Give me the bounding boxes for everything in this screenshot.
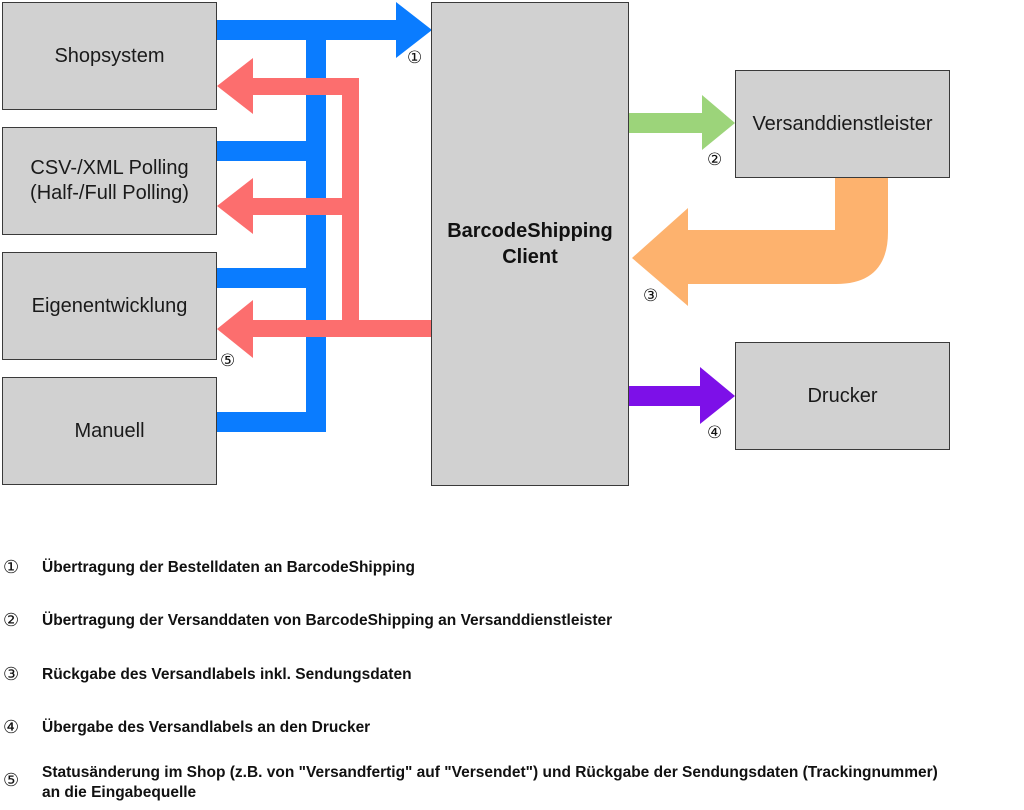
polling-box: CSV-/XML Polling (Half-/Full Polling) xyxy=(2,127,217,235)
legend-text: Übergabe des Versandlabels an den Drucke… xyxy=(42,719,371,736)
marker-4: ④ xyxy=(707,423,723,442)
polling-label: CSV-/XML Polling (Half-/Full Polling) xyxy=(30,157,189,204)
marker-1: ① xyxy=(407,48,423,67)
legend-number: ① xyxy=(3,557,20,577)
marker-5: ⑤ xyxy=(220,351,236,370)
legend-number: ② xyxy=(3,610,20,630)
legend-number: ⑤ xyxy=(3,770,20,790)
versanddienstleister-label: Versanddienstleister xyxy=(752,112,933,135)
red-status-return-flow xyxy=(217,58,432,358)
eigenentwicklung-box: Eigenentwicklung xyxy=(2,252,217,360)
drucker-box: Drucker xyxy=(735,342,950,450)
client-box xyxy=(431,2,629,486)
legend-text: Übertragung der Versanddaten von Barcode… xyxy=(42,612,613,629)
marker-2: ② xyxy=(707,150,723,169)
legend-number: ④ xyxy=(3,717,20,737)
client-label: BarcodeShipping Client xyxy=(447,220,613,268)
shopsystem-box: Shopsystem xyxy=(2,2,217,110)
legend-text: Statusänderung im Shop (z.B. von "Versan… xyxy=(42,764,938,801)
legend-text: Übertragung der Bestelldaten an BarcodeS… xyxy=(42,559,415,576)
marker-3: ③ xyxy=(643,286,659,305)
purple-printer-arrow xyxy=(628,367,735,424)
legend-text: Rückgabe des Versandlabels inkl. Sendung… xyxy=(42,666,412,683)
manuell-label: Manuell xyxy=(74,419,145,442)
drucker-label: Drucker xyxy=(807,384,878,407)
manuell-box: Manuell xyxy=(2,377,217,485)
versanddienstleister-box: Versanddienstleister xyxy=(735,70,950,178)
green-shipping-data-arrow xyxy=(628,95,735,150)
legend-number: ③ xyxy=(3,664,20,684)
eigenentwicklung-label: Eigenentwicklung xyxy=(31,294,188,317)
orange-label-return-arrow xyxy=(632,178,888,306)
shopsystem-label: Shopsystem xyxy=(54,44,165,67)
